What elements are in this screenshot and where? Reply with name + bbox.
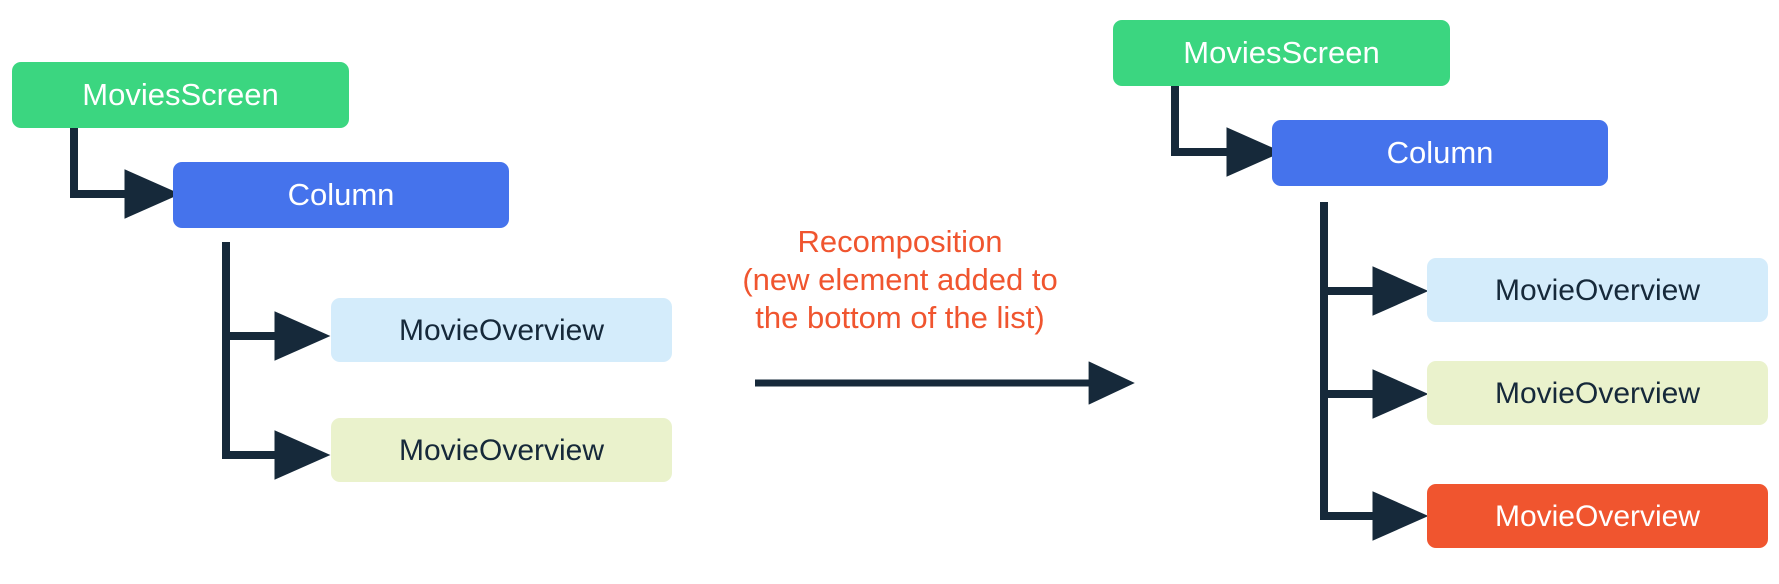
after-node-movieoverview-3[interactable]: MovieOverview [1427,484,1768,548]
after-node-column[interactable]: Column [1272,120,1608,186]
before-node-movieoverview-2-label: MovieOverview [398,433,605,467]
after-node-column-label: Column [1386,134,1494,170]
after-node-movieoverview-2-label: MovieOverview [1494,376,1701,410]
before-node-moviesscreen-label: MoviesScreen [82,76,279,112]
before-node-column[interactable]: Column [173,162,509,228]
after-node-movieoverview-1[interactable]: MovieOverview [1427,258,1768,322]
before-node-movieoverview-1-label: MovieOverview [398,313,605,347]
before-node-column-label: Column [287,176,395,212]
after-node-movieoverview-3-label: MovieOverview [1494,499,1701,533]
edge-after-moviesscreen-to-column [1171,84,1283,177]
before-node-movieoverview-1[interactable]: MovieOverview [331,298,672,362]
before-node-moviesscreen[interactable]: MoviesScreen [12,62,349,128]
after-node-movieoverview-2[interactable]: MovieOverview [1427,361,1768,425]
after-node-moviesscreen-label: MoviesScreen [1183,34,1380,70]
after-node-moviesscreen[interactable]: MoviesScreen [1113,20,1450,86]
before-node-movieoverview-2[interactable]: MovieOverview [331,418,672,482]
recomposition-caption: Recomposition (new element added to the … [742,224,1058,335]
edge-before-moviesscreen-to-column [70,124,181,219]
after-node-movieoverview-1-label: MovieOverview [1494,273,1701,307]
